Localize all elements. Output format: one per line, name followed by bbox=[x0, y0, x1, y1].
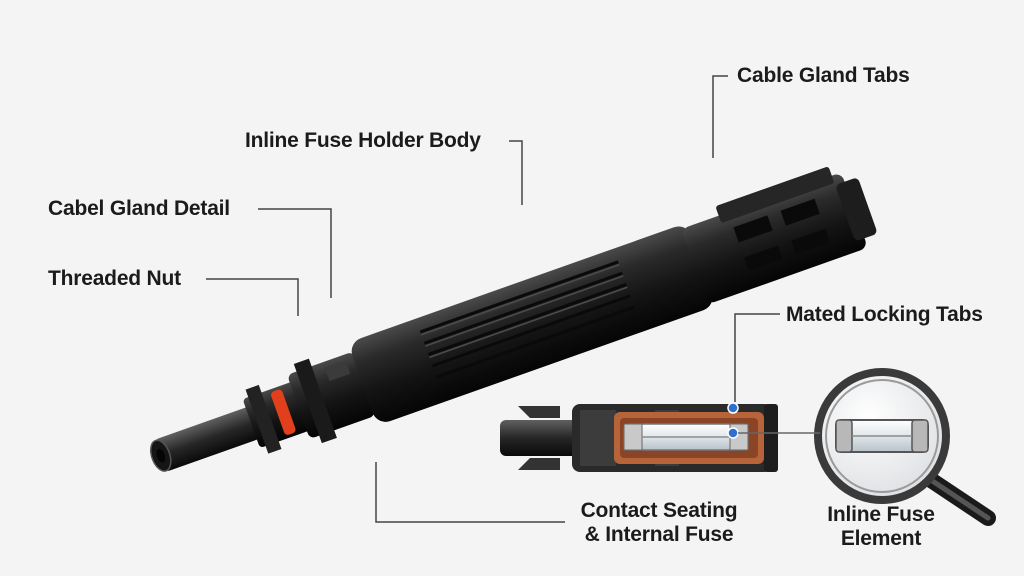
seal-ring bbox=[271, 389, 296, 435]
label-cabel-gland-detail: Cabel Gland Detail bbox=[48, 197, 230, 220]
callout-line-holder-body bbox=[509, 140, 523, 205]
end-connector bbox=[683, 174, 866, 303]
fuse-holder-assembly bbox=[149, 167, 877, 472]
locking-tab-marker bbox=[727, 402, 739, 414]
magnifier bbox=[814, 368, 996, 526]
fuse-marker bbox=[727, 427, 739, 439]
callout-lines bbox=[206, 75, 780, 523]
body-ribs bbox=[419, 260, 639, 390]
cutaway-cable-left bbox=[500, 420, 580, 456]
label-inline-fuse-element-line1: Inline Fuse bbox=[827, 503, 935, 526]
label-contact-seating-line2: & Internal Fuse bbox=[584, 523, 734, 546]
label-contact-seating-line1: Contact Seating bbox=[580, 499, 738, 522]
label-inline-fuse-element-line2: Element bbox=[840, 527, 922, 550]
inline-fuse-holder-body bbox=[351, 226, 713, 422]
cable-gland-tabs bbox=[716, 167, 834, 223]
callout-line-contact-seating bbox=[375, 462, 565, 523]
label-cable-gland-tabs: Cable Gland Tabs bbox=[737, 64, 910, 87]
callout-line-cable-gland-tabs bbox=[712, 75, 728, 158]
label-contact-seating: Contact Seating & Internal Fuse bbox=[566, 499, 752, 547]
callout-line-gland-detail bbox=[258, 208, 332, 298]
callout-line-threaded-nut bbox=[206, 278, 299, 316]
label-inline-fuse-element: Inline Fuse Element bbox=[808, 503, 954, 551]
cable-tip bbox=[153, 406, 265, 471]
label-inline-fuse-holder-body: Inline Fuse Holder Body bbox=[245, 129, 481, 152]
label-threaded-nut: Threaded Nut bbox=[48, 267, 181, 290]
mated-locking-tabs bbox=[836, 178, 877, 241]
callout-line-mated-tabs bbox=[734, 313, 780, 402]
cutaway-section bbox=[500, 402, 778, 472]
label-mated-locking-tabs: Mated Locking Tabs bbox=[786, 303, 983, 326]
